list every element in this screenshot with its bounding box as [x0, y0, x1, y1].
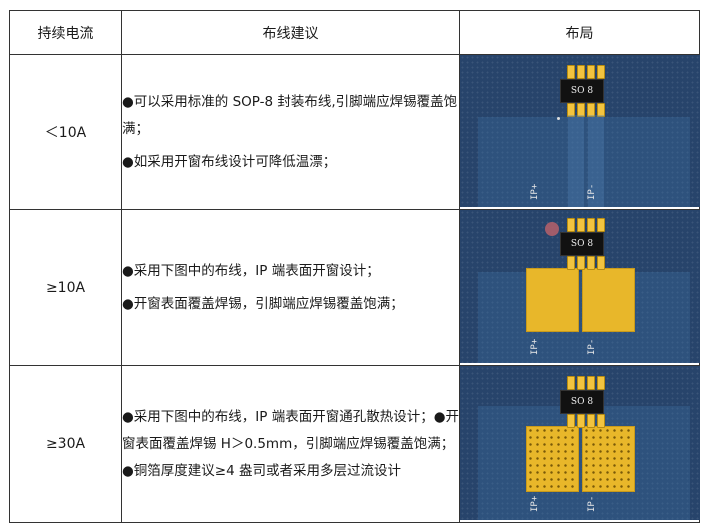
current-cell: ≥30A	[9, 365, 122, 523]
chip-pin	[567, 414, 575, 428]
chip-pin	[587, 414, 595, 428]
pcb-board-image: SO 8 IP+ IP-	[460, 366, 700, 520]
copper-trace	[478, 117, 690, 207]
advice-cell: ●采用下图中的布线，IP 端表面开窗通孔散热设计；●开窗表面覆盖焊锡 H＞0.5…	[121, 365, 460, 523]
table-header-row: 持续电流 布线建议 布局	[9, 10, 700, 55]
advice-line: ●可以采用标准的 SOP-8 封装布线,引脚端应焊锡覆盖饱满；	[122, 93, 458, 137]
sop8-chip: SO 8	[560, 390, 604, 414]
chip-pin	[577, 218, 585, 232]
sop8-chip: SO 8	[560, 79, 604, 103]
pin1-dot	[557, 117, 560, 120]
chip-pin	[577, 414, 585, 428]
layout-cell: SO 8 IP+ IP-	[459, 54, 700, 210]
chip-pin	[577, 103, 585, 117]
current-cell: ＜10A	[9, 54, 122, 210]
table-row: ≥10A ●采用下图中的布线，IP 端表面开窗设计； ●开窗表面覆盖焊锡，引脚端…	[9, 209, 700, 366]
header-layout: 布局	[459, 10, 700, 55]
chip-pin	[597, 103, 605, 117]
chip-pin	[587, 218, 595, 232]
chip-pin	[587, 65, 595, 79]
pin-label-ip-minus: IP-	[587, 183, 597, 200]
advice-line: ●采用下图中的布线，IP 端表面开窗通孔散热设计；●开窗表面覆盖焊锡 H＞0.5…	[122, 408, 459, 479]
current-layout-table: 持续电流 布线建议 布局 ＜10A ●可以采用标准的 SOP-8 封装布线,引脚…	[9, 10, 700, 523]
chip-pin	[597, 218, 605, 232]
pin-label-ip-plus: IP+	[530, 338, 540, 355]
ip-plus-pad	[526, 268, 579, 332]
chip-pin	[587, 376, 595, 390]
header-advice: 布线建议	[121, 10, 460, 55]
sop8-chip: SO 8	[560, 232, 604, 256]
chip-pin	[567, 65, 575, 79]
layout-cell: SO 8 IP+ IP-	[459, 209, 700, 366]
advice-line: ●如采用开窗布线设计可降低温漂；	[122, 153, 337, 170]
table-row: ＜10A ●可以采用标准的 SOP-8 封装布线,引脚端应焊锡覆盖饱满； ●如采…	[9, 54, 700, 210]
pin-label-ip-plus: IP+	[530, 183, 540, 200]
ip-plus-pad-vias	[526, 426, 579, 492]
current-cell: ≥10A	[9, 209, 122, 366]
pcb-board-image: SO 8 IP+ IP-	[460, 55, 700, 207]
advice-cell: ●可以采用标准的 SOP-8 封装布线,引脚端应焊锡覆盖饱满； ●如采用开窗布线…	[121, 54, 460, 210]
advice-line: ●开窗表面覆盖焊锡，引脚端应焊锡覆盖饱满；	[122, 295, 404, 312]
table-row: ≥30A ●采用下图中的布线，IP 端表面开窗通孔散热设计；●开窗表面覆盖焊锡 …	[9, 365, 700, 523]
chip-pin	[567, 256, 575, 270]
chip-pin	[597, 256, 605, 270]
header-current: 持续电流	[9, 10, 122, 55]
pin-label-ip-minus: IP-	[587, 495, 597, 512]
chip-pin	[597, 65, 605, 79]
chip-pin	[577, 65, 585, 79]
chip-pin	[577, 256, 585, 270]
ip-minus-pad	[582, 268, 635, 332]
pcb-board-image: SO 8 IP+ IP-	[460, 210, 700, 363]
chip-pin	[597, 376, 605, 390]
chip-pin	[597, 414, 605, 428]
chip-pin	[567, 103, 575, 117]
layout-cell: SO 8 IP+ IP-	[459, 365, 700, 523]
copper-trace	[568, 115, 584, 207]
advice-line: ●采用下图中的布线，IP 端表面开窗设计；	[122, 262, 380, 279]
advice-cell: ●采用下图中的布线，IP 端表面开窗设计； ●开窗表面覆盖焊锡，引脚端应焊锡覆盖…	[121, 209, 460, 366]
chip-pin	[577, 376, 585, 390]
ip-minus-pad-vias	[582, 426, 635, 492]
pin-label-ip-plus: IP+	[530, 495, 540, 512]
chip-pin	[567, 218, 575, 232]
copper-trace	[588, 115, 604, 207]
chip-pin	[587, 256, 595, 270]
chip-pin	[587, 103, 595, 117]
chip-pin	[567, 376, 575, 390]
pin-label-ip-minus: IP-	[587, 338, 597, 355]
marker-dot	[545, 222, 559, 236]
